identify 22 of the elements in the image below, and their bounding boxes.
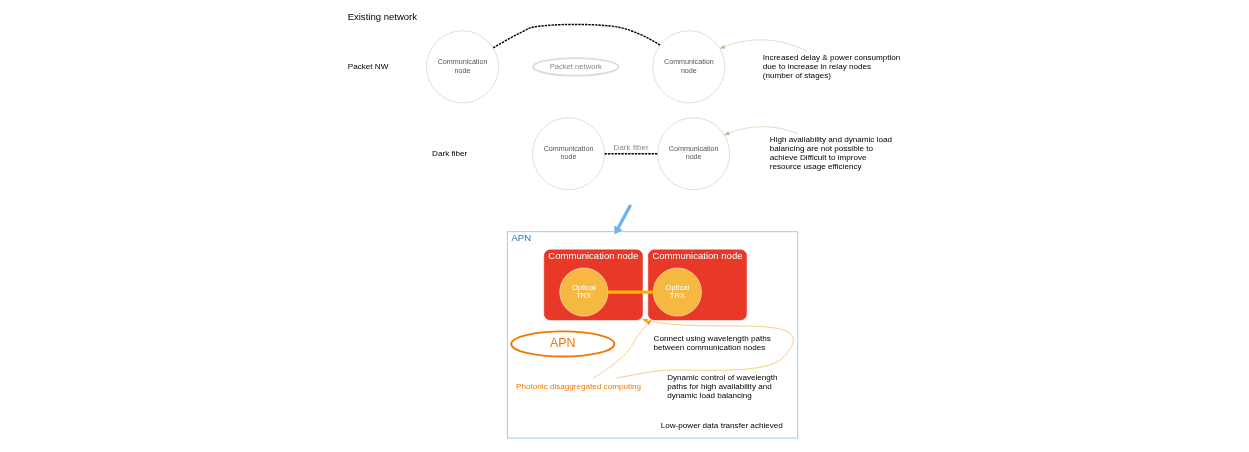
edge-label: Dark fiber	[613, 142, 649, 152]
node-ellipse: Packet network	[531, 57, 619, 77]
label: Dark fiber	[431, 148, 467, 158]
diagram-title: Existing network	[347, 10, 417, 22]
arrow	[616, 318, 793, 379]
node-text: Low-power data transfer achieved	[660, 420, 783, 430]
node-circle: Optical TRX	[652, 267, 702, 317]
label: Packet NW	[347, 61, 388, 71]
connector	[603, 153, 658, 155]
node-text: High availability and dynamic load balancing are not possible to achieve Difficult to improve resource usage efficiency	[769, 135, 892, 172]
node-circle: Optical TRX	[558, 267, 608, 317]
arrow	[613, 204, 632, 235]
arrow	[719, 39, 808, 52]
node-text: Increased delay & power consumption due to increase in relay nodes (number of stages)	[762, 52, 900, 80]
connector	[492, 23, 661, 49]
connector	[607, 290, 653, 294]
node-text: Dynamic control of wavelength paths for high availability and dynamic load balancing	[666, 372, 778, 400]
node-text: Connect using wavelength paths between communication nodes	[653, 334, 771, 353]
node-text: Photonic disaggregated computing	[515, 381, 641, 391]
arrow	[592, 319, 651, 379]
arrow	[723, 126, 798, 136]
node-ellipse: APN	[509, 330, 615, 358]
